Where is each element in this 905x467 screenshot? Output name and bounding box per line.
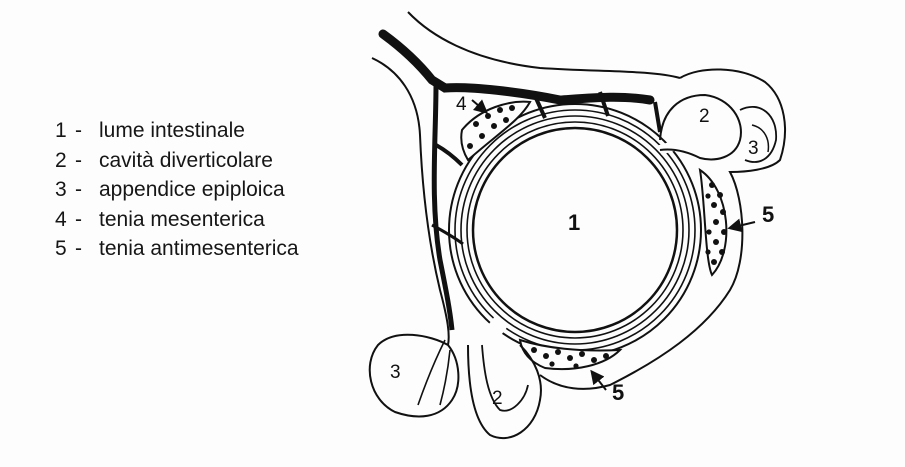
arrow-tenia-antimesenteric-bottom [590, 369, 607, 391]
label-tenia-mesenteric: 4 [456, 94, 467, 115]
label-tenia-antimesenteric-bottom: 5 [612, 380, 624, 405]
legend-item-1: 1 - lume intestinale [55, 116, 299, 146]
diverticulum-bottom [467, 344, 542, 440]
legend-item-4: 4 - tenia mesenterica [55, 205, 299, 235]
legend-dash: - [75, 237, 82, 260]
legend: 1 - lume intestinale 2 - cavità divertic… [55, 116, 299, 264]
mesenteric-vessel [378, 29, 655, 105]
tenia-mesenteric [460, 100, 532, 162]
legend-dash: - [75, 148, 82, 172]
mesentery-outline [371, 57, 450, 346]
label-diverticulum-top: 2 [699, 106, 710, 127]
arrow-tenia-mesenteric [471, 99, 489, 114]
label-appendix-left: 3 [390, 362, 401, 383]
vessel-branch [598, 91, 610, 117]
label-lumen: 1 [568, 210, 580, 235]
legend-number: 3 [55, 178, 67, 201]
appendix-left-vessel [417, 339, 446, 406]
tenia-dots-mesenteric [467, 105, 515, 149]
diverticulum-top [659, 93, 742, 161]
legend-number: 5 [55, 237, 67, 260]
appendix-right-vessel [751, 124, 770, 153]
legend-number: 2 [55, 148, 67, 172]
legend-number: 1 [55, 119, 67, 142]
tenia-dots-bottom [531, 347, 609, 369]
label-tenia-antimesenteric-right: 5 [762, 202, 774, 227]
appendix-left-vessel [439, 349, 451, 406]
legend-number: 4 [55, 207, 67, 231]
diverticulum-bottom-inner [481, 344, 529, 412]
legend-text: cavità diverticolare [99, 148, 273, 172]
legend-text: lume intestinale [99, 119, 245, 142]
epiploic-appendix-left [368, 333, 460, 418]
wall-gap-bottom [488, 315, 509, 335]
intestinal-lumen [471, 126, 679, 334]
mesenteric-vessel-descending [431, 83, 455, 331]
label-appendix-right: 3 [748, 138, 759, 159]
legend-text: tenia antimesenterica [99, 237, 299, 260]
legend-dash: - [75, 178, 82, 201]
legend-text: appendice epiploica [99, 178, 285, 201]
legend-dash: - [75, 207, 82, 231]
label-diverticulum-bottom: 2 [492, 388, 503, 409]
legend-item-2: 2 - cavità diverticolare [55, 146, 299, 176]
vessel-branch [435, 143, 464, 167]
epiploic-appendix-right [739, 105, 777, 163]
arrow-tenia-antimesenteric-right [727, 218, 756, 233]
serosa-outline-right [539, 68, 786, 390]
legend-item-5: 5 - tenia antimesenterica [55, 234, 299, 264]
legend-text: tenia mesenterica [99, 207, 265, 231]
tenia-dots-right [705, 182, 727, 265]
legend-dash: - [75, 119, 82, 142]
legend-item-3: 3 - appendice epiploica [55, 175, 299, 205]
vessel-branch [653, 101, 662, 133]
wall-gap-right [658, 133, 702, 155]
mesentery-outline-top [407, 11, 681, 79]
